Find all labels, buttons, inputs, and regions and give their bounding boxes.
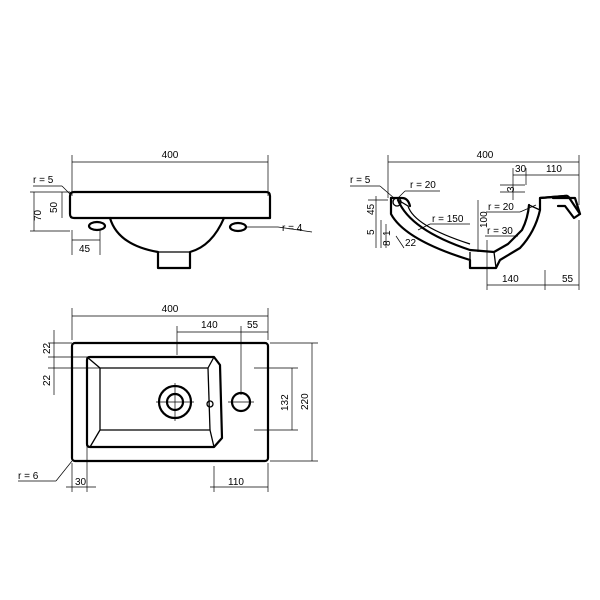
top-d140-label: 140 — [201, 320, 218, 331]
front-r5-label: r = 5 — [33, 175, 54, 186]
top-d110-label: 110 — [228, 477, 244, 488]
side-d140-label: 140 — [502, 274, 519, 285]
side-profile-outer — [389, 194, 582, 270]
side-r30-label: r = 30 — [487, 226, 513, 237]
top-d30-label: 30 — [75, 477, 87, 488]
side-d45-label: 45 — [366, 203, 377, 215]
side-d110-label: 110 — [546, 164, 562, 175]
top-d132-label: 132 — [280, 394, 291, 411]
side-r20b-label: r = 20 — [488, 202, 514, 213]
front-h50-label: 50 — [49, 201, 60, 213]
side-r5-label: r = 5 — [350, 175, 371, 186]
top-basin — [85, 355, 224, 449]
side-d1-label: 1 — [382, 230, 393, 236]
front-d45-label: 45 — [79, 244, 91, 255]
side-view: 400 30 110 3 r = 5 r = 20 r = 20 — [350, 150, 582, 290]
front-width-label: 400 — [162, 150, 179, 161]
side-d100-label: 100 — [479, 211, 490, 228]
side-profile-inner — [396, 198, 531, 254]
top-width-label: 400 — [162, 304, 179, 315]
top-r6-label: r = 6 — [18, 471, 39, 482]
side-r150-label: r = 150 — [432, 214, 464, 225]
side-d8-label: 8 — [382, 240, 393, 246]
side-d22-label: 22 — [405, 238, 417, 249]
side-r20a-label: r = 20 — [410, 180, 436, 191]
front-h70-label: 70 — [33, 209, 44, 221]
top-d220-label: 220 — [300, 393, 311, 410]
front-overflow-left — [87, 220, 107, 232]
front-rim — [68, 190, 272, 220]
front-r4-label: r = 4 — [282, 223, 303, 234]
front-bowl — [108, 216, 226, 270]
front-overflow-right — [228, 221, 248, 233]
front-view: 400 r = 5 70 50 45 r = 4 — [30, 150, 313, 270]
top-d22b-label: 22 — [42, 374, 53, 386]
top-d55-label: 55 — [247, 320, 259, 331]
side-d30-label: 30 — [515, 164, 527, 175]
side-d3-label: 3 — [506, 186, 517, 192]
top-view: 400 140 55 22 22 — [18, 304, 318, 492]
side-d55-label: 55 — [562, 274, 574, 285]
top-d22a-label: 22 — [42, 342, 53, 354]
top-outline — [70, 341, 270, 463]
side-width-label: 400 — [477, 150, 494, 161]
side-d5-label: 5 — [366, 229, 377, 235]
